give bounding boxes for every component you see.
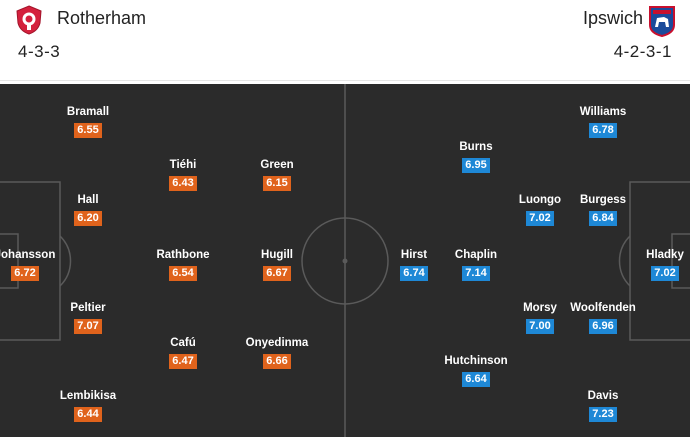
match-header: Rotherham 4-3-3 Ipswich 4-2-3-1: [0, 0, 690, 82]
player-rating: 6.95: [462, 158, 490, 173]
player-name: Hall: [77, 194, 99, 206]
player-rating: 6.67: [263, 266, 291, 281]
player-name: Cafú: [170, 337, 196, 349]
player-chaplin[interactable]: Chaplin 7.14: [436, 249, 516, 281]
player-peltier[interactable]: Peltier 7.07: [48, 302, 128, 334]
player-name: Hutchinson: [444, 355, 508, 367]
player-hall[interactable]: Hall 6.20: [48, 194, 128, 226]
player-bramall[interactable]: Bramall 6.55: [48, 106, 128, 138]
player-rating: 6.64: [462, 372, 490, 387]
player-rating: 6.84: [589, 211, 617, 226]
player-johansson[interactable]: Johansson 6.72: [0, 249, 65, 281]
rotherham-crest-icon: [16, 5, 42, 35]
home-team-name: Rotherham: [57, 8, 147, 28]
pitch-markings: [0, 84, 690, 437]
player-hutchinson[interactable]: Hutchinson 6.64: [436, 355, 516, 387]
player-luongo[interactable]: Luongo 7.02: [500, 194, 580, 226]
player-morsy[interactable]: Morsy 7.00: [500, 302, 580, 334]
player-cafu[interactable]: Cafú 6.47: [143, 337, 223, 369]
player-rating: 6.78: [589, 123, 617, 138]
player-name: Woolfenden: [570, 302, 636, 314]
player-name: Hladky: [646, 249, 684, 261]
player-name: Hugill: [261, 249, 293, 261]
player-rating: 7.02: [651, 266, 679, 281]
home-formation: 4-3-3: [18, 42, 61, 61]
player-rating: 7.23: [589, 407, 617, 422]
player-hirst[interactable]: Hirst 6.74: [374, 249, 454, 281]
player-rating: 7.00: [526, 319, 554, 334]
player-rating: 7.07: [74, 319, 102, 334]
player-name: Davis: [587, 390, 619, 402]
player-name: Burns: [459, 141, 493, 153]
player-davis[interactable]: Davis 7.23: [563, 390, 643, 422]
player-name: Tiéhi: [169, 159, 197, 171]
teams-card: Rotherham 4-3-3 Ipswich 4-2-3-1: [0, 0, 690, 81]
player-woolfenden[interactable]: Woolfenden 6.96: [563, 302, 643, 334]
player-name: Williams: [579, 106, 627, 118]
player-rating: 6.55: [74, 123, 102, 138]
player-rating: 7.14: [462, 266, 490, 281]
away-formation: 4-2-3-1: [613, 42, 672, 61]
pitch: Bramall 6.55 Tiéhi 6.43 Green 6.15 Hall …: [0, 84, 690, 437]
player-burgess[interactable]: Burgess 6.84: [563, 194, 643, 226]
player-williams[interactable]: Williams 6.78: [563, 106, 643, 138]
player-name: Hirst: [400, 249, 428, 261]
player-rating: 6.54: [169, 266, 197, 281]
player-name: Burgess: [579, 194, 627, 206]
player-rating: 6.74: [400, 266, 428, 281]
player-rathbone[interactable]: Rathbone 6.54: [143, 249, 223, 281]
player-name: Bramall: [66, 106, 110, 118]
player-rating: 6.66: [263, 354, 291, 369]
player-name: Chaplin: [454, 249, 498, 261]
ipswich-crest-icon: [649, 6, 675, 37]
player-onyedinma[interactable]: Onyedinma 6.66: [237, 337, 317, 369]
player-green[interactable]: Green 6.15: [237, 159, 317, 191]
player-rating: 6.20: [74, 211, 102, 226]
player-name: Green: [260, 159, 294, 171]
player-name: Lembikisa: [59, 390, 117, 402]
player-rating: 6.72: [11, 266, 39, 281]
player-lembikisa[interactable]: Lembikisa 6.44: [48, 390, 128, 422]
player-rating: 7.02: [526, 211, 554, 226]
player-hugill[interactable]: Hugill 6.67: [237, 249, 317, 281]
player-tiehi[interactable]: Tiéhi 6.43: [143, 159, 223, 191]
player-burns[interactable]: Burns 6.95: [436, 141, 516, 173]
player-rating: 6.47: [169, 354, 197, 369]
player-rating: 6.15: [263, 176, 291, 191]
player-name: Morsy: [523, 302, 557, 314]
player-name: Onyedinma: [245, 337, 309, 349]
player-name: Rathbone: [156, 249, 210, 261]
away-team-name: Ipswich: [582, 8, 643, 28]
player-name: Peltier: [70, 302, 106, 314]
player-rating: 6.96: [589, 319, 617, 334]
player-hladky[interactable]: Hladky 7.02: [625, 249, 690, 281]
player-name: Luongo: [518, 194, 562, 206]
player-rating: 6.43: [169, 176, 197, 191]
player-name: Johansson: [0, 249, 56, 261]
player-rating: 6.44: [74, 407, 102, 422]
